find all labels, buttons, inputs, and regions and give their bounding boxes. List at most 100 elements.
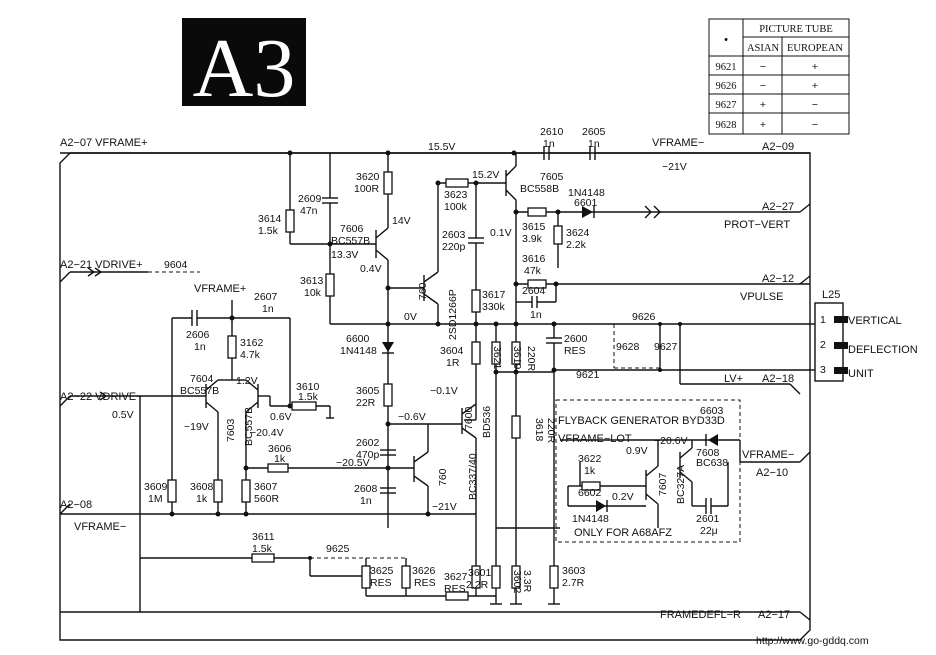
voltage-0: 0V [404, 311, 417, 323]
coil-l25 [810, 302, 848, 382]
r3621-ref: 3621 [491, 346, 503, 370]
voltage-0-1: 0.1V [490, 227, 512, 239]
q7605-ref: 7605 [540, 171, 564, 183]
title-text: A3 [193, 22, 296, 115]
r3162-value: 4.7k [240, 349, 261, 361]
r3622-ref: 3622 [578, 453, 602, 465]
r3620-ref: 3620 [356, 171, 380, 183]
tube-row-asian: + [760, 119, 766, 131]
r3610-value: 1.5k [298, 391, 319, 403]
voltage-0-5: 0.5V [112, 409, 134, 421]
c2603-ref: 2603 [442, 229, 466, 241]
voltage-minus-20-5: −20.5V [336, 457, 370, 469]
q7603-value: BC557B [243, 407, 255, 446]
q7605-value: BC558B [520, 183, 559, 195]
r3607-ref: 3607 [254, 481, 278, 493]
voltage-14: 14V [392, 215, 411, 227]
tube-table-col-asian: ASIAN [747, 43, 780, 54]
tube-table-group: PICTURE TUBE [759, 24, 833, 35]
r3613-value: 10k [304, 287, 322, 299]
q7603-ref: 7603 [225, 418, 237, 442]
r3604-ref: 3604 [440, 345, 464, 357]
coil-label-deflection: DEFLECTION [848, 344, 918, 356]
r3614-value: 1.5k [258, 225, 279, 237]
r3624-ref: 3624 [566, 227, 590, 239]
voltage-minus-19: −19V [184, 421, 209, 433]
r3614-ref: 3614 [258, 213, 282, 225]
r3604-value: 1R [446, 357, 460, 369]
watermark: http://www.go-gddq.com [756, 635, 869, 647]
c2600-ref: 2600 [564, 333, 588, 345]
top-rail [60, 146, 810, 160]
q760b-ref: 760 [437, 468, 449, 486]
connector-a2-18: A2−18 [762, 373, 794, 385]
voltage-0-9: 0.9V [626, 445, 648, 457]
r3618-value: 220R [545, 418, 557, 444]
r3617-ref: 3617 [482, 289, 506, 301]
c2608-value: 1n [360, 495, 372, 507]
driver-stage [59, 267, 414, 558]
r3602-value: 3.3R [521, 570, 533, 593]
tube-row-european: + [812, 80, 818, 92]
c2609-value: 47n [300, 205, 318, 217]
voltage-minus-21-b: −21V [432, 501, 457, 513]
tube-row-european: − [812, 99, 818, 111]
r3623-ref: 3623 [444, 189, 468, 201]
connector-a2-22: A2−22 VDRIVE− [60, 391, 143, 403]
tube-row-asian: − [760, 61, 766, 73]
r3608-value: 1k [196, 493, 208, 505]
r3622-value: 1k [584, 465, 596, 477]
connector-a2-08: A2−08 [60, 499, 92, 511]
r3625-value: RES [370, 577, 392, 589]
c2604-ref: 2604 [522, 285, 546, 297]
connector-a2-07: A2−07 VFRAME+ [60, 137, 147, 149]
r3602-ref: 3602 [511, 570, 523, 594]
voltage-minus-20-4: −20.4V [250, 427, 284, 439]
q7608-value: BC638 [696, 457, 728, 469]
r3620-value: 100R [354, 183, 380, 195]
vpulse-network [513, 275, 811, 308]
tube-row-id: 9621 [716, 62, 737, 73]
connector-lv-plus: LV+ [724, 373, 743, 385]
r3616-ref: 3616 [522, 253, 546, 265]
tube-row-european: − [812, 119, 818, 131]
coil-pin1: 1 [820, 314, 826, 326]
vframe-lot: VFRAME−LOT [558, 433, 632, 445]
transistor-760b [380, 424, 476, 517]
r3624-value: 2.2k [566, 239, 587, 251]
voltage-minus-0-1: −0.1V [430, 385, 458, 397]
connector-a2-09: A2−09 [762, 141, 794, 153]
connector-a2-21: A2−21 VDRIVE+ [60, 259, 143, 271]
tube-row-asian: + [760, 99, 766, 111]
r3606-ref: 3606 [268, 443, 292, 455]
transistor-760a [423, 178, 506, 324]
r3623-value: 100k [444, 201, 468, 213]
d6600-value: 1N4148 [340, 345, 377, 357]
r3606-value: 1k [274, 453, 286, 465]
left-upper-network [285, 153, 424, 340]
tube-table: • PICTURE TUBE ASIAN EUROPEAN 9621 − + 9… [708, 18, 850, 135]
q760b-value: BC337/40 [467, 453, 479, 500]
q7600-ref: 7600 [463, 406, 475, 430]
c2602-ref: 2602 [356, 437, 380, 449]
c2604-value: 1n [530, 309, 542, 321]
c2600-value: RES [564, 345, 586, 357]
only-for-a68afz: ONLY FOR A68AFZ [574, 527, 672, 539]
r3613-ref: 3613 [300, 275, 324, 287]
jumper-9625: 9625 [326, 543, 350, 555]
r3626-value: RES [414, 577, 436, 589]
voltage-minus-21: −21V [662, 161, 687, 173]
tube-row-asian: − [760, 80, 766, 92]
voltage-0-6: 0.6V [270, 411, 292, 423]
r3605-ref: 3605 [356, 385, 380, 397]
r3603-value: 2.7R [562, 577, 585, 589]
tube-row-id: 9628 [716, 120, 737, 131]
tube-table-col-european: EUROPEAN [787, 43, 843, 54]
coil-pin2: 2 [820, 339, 826, 351]
q7600-value: BD536 [481, 406, 493, 438]
d6600-ref: 6600 [346, 333, 370, 345]
r3603-ref: 3603 [562, 565, 586, 577]
q760a-value: 2SD1266P [447, 289, 459, 340]
tube-row-id: 9626 [716, 81, 737, 92]
connector-a2-12: A2−12 [762, 273, 794, 285]
